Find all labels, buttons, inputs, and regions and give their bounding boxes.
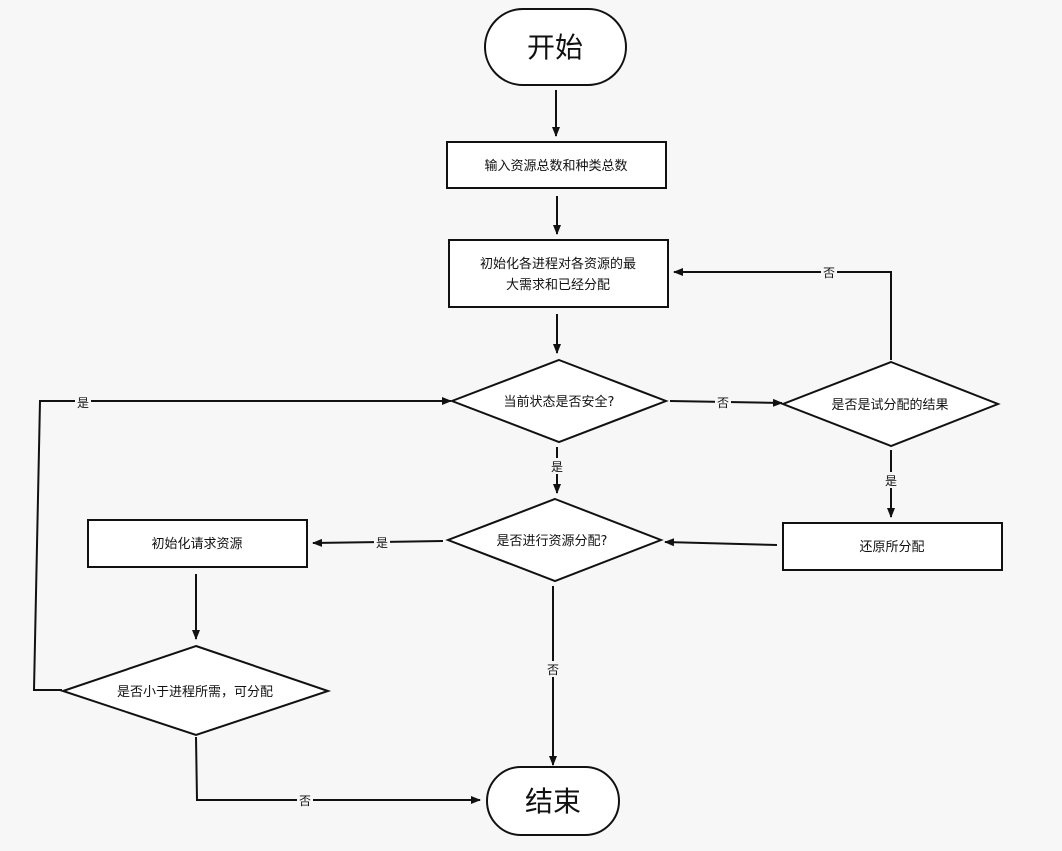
input-totals-box: 输入资源总数和种类总数 <box>446 141 667 189</box>
do-allocate-diamond: 是否进行资源分配? <box>445 497 664 583</box>
is-safe-diamond: 当前状态是否安全? <box>449 358 669 444</box>
edge-label-allocate-yes: 是 <box>376 536 388 550</box>
init-max-label-line2: 大需求和已经分配 <box>506 278 610 293</box>
is-safe-label: 当前状态是否安全? <box>504 394 615 410</box>
edge-label-safe-yes: 是 <box>551 460 563 474</box>
edge-label-less-no: 否 <box>299 794 311 808</box>
edge-label-safe-no: 否 <box>717 396 729 410</box>
edge-less-yes <box>32 397 452 691</box>
is-trial-diamond: 是否是试分配的结果 <box>780 360 1001 448</box>
init-max-box: 初始化各进程对各资源的最 大需求和已经分配 <box>448 239 669 308</box>
do-allocate-label: 是否进行资源分配? <box>497 534 608 549</box>
edge-restore-to-allocate <box>664 538 778 547</box>
end-node: 结束 <box>486 766 620 836</box>
edge-label-trial-no: 否 <box>823 266 835 280</box>
less-than-need-diamond: 是否小于进程所需，可分配 <box>59 644 332 737</box>
edge-label-allocate-no: 否 <box>547 663 559 677</box>
start-label: 开始 <box>527 31 583 64</box>
edge-labels: 否 否 是 是 是 否 是 否 <box>75 264 899 808</box>
init-request-box: 初始化请求资源 <box>87 519 308 568</box>
less-than-need-label: 是否小于进程所需，可分配 <box>117 685 273 700</box>
init-request-label: 初始化请求资源 <box>151 537 242 552</box>
end-label: 结束 <box>525 785 581 818</box>
edge-label-less-yes: 是 <box>77 396 89 410</box>
restore-label: 还原所分配 <box>859 540 924 555</box>
is-trial-label: 是否是试分配的结果 <box>831 397 948 413</box>
init-max-label-line1: 初始化各进程对各资源的最 <box>480 256 636 272</box>
restore-box: 还原所分配 <box>782 522 1003 571</box>
input-totals-label: 输入资源总数和种类总数 <box>484 158 627 174</box>
edges <box>32 90 895 804</box>
start-node: 开始 <box>484 8 627 86</box>
edge-less-no <box>195 736 481 804</box>
edge-label-trial-yes: 是 <box>885 474 897 488</box>
edge-trial-no <box>673 268 892 360</box>
